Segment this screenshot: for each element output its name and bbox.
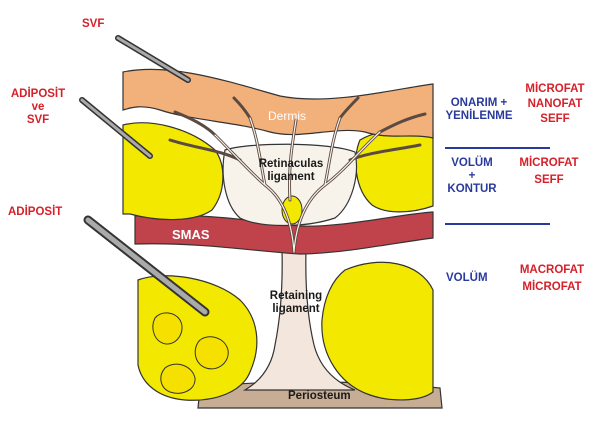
cannula-bottom [83,215,210,317]
adiposit-svf-label: ADİPOSİT ve SVF [8,88,68,127]
dermis-layer [122,68,434,139]
fat-type-bottom-label: MACROFAT MİCROFAT [509,262,595,296]
retaining-ligament-label: Retaining ligament [256,290,336,316]
adipocyte-clusters [152,312,229,394]
fat-type-middle-line1: MİCROFAT [519,157,579,169]
effect-volume-label: VOLÜM [446,272,488,284]
fat-type-bottom-line2: MİCROFAT [522,281,582,293]
adiposit-svf-line2: ve [31,101,45,113]
retinacular-line1: Retinaculas [258,158,324,170]
effect-volume-line2: + [468,170,476,182]
adiposit-label: ADİPOSİT [8,206,63,218]
dermis-label: Dermis [268,109,306,123]
smas-label: SMAS [172,227,210,242]
fat-type-top-line3: SEFF [540,113,570,125]
effect-volume-line3: KONTUR [447,183,497,195]
cannula-top [115,35,191,83]
retinacular-line2: ligament [267,171,315,183]
adiposit-svf-line3: SVF [26,114,50,126]
deep-fat-pad-right [321,261,434,401]
fat-type-top-line1: MİCROFAT [525,83,585,95]
effect-volume-line1: VOLÜM [451,157,493,169]
retinacular-fine-branches [214,117,381,253]
periosteum-label: Periosteum [288,390,351,402]
adiposit-svf-line1: ADİPOSİT [10,88,66,100]
retaining-ligament [242,249,356,391]
effect-repair-line2: YENİLENME [445,110,513,122]
effect-volume-contour-label: VOLÜM + KONTUR [440,157,504,196]
fat-type-top-line2: NANOFAT [527,98,583,110]
fat-type-bottom-line1: MACROFAT [519,264,585,276]
retaining-line2: ligament [272,303,320,315]
fat-type-middle-line2: SEFF [534,174,564,186]
superficial-fat-right [355,129,434,213]
effect-repair-line1: ONARIM + [450,97,508,109]
superficial-fat-left [122,122,224,221]
effect-repair-label: ONARIM + YENİLENME [436,97,522,123]
fat-type-middle-label: MİCROFAT SEFF [509,155,589,189]
fat-type-top-label: MİCROFAT NANOFAT SEFF [515,82,595,127]
retaining-line1: Retaining [269,290,323,302]
cannula-middle [79,97,153,159]
retinacular-ligament-label: Retinaculas ligament [246,158,336,184]
svf-label: SVF [82,18,105,30]
